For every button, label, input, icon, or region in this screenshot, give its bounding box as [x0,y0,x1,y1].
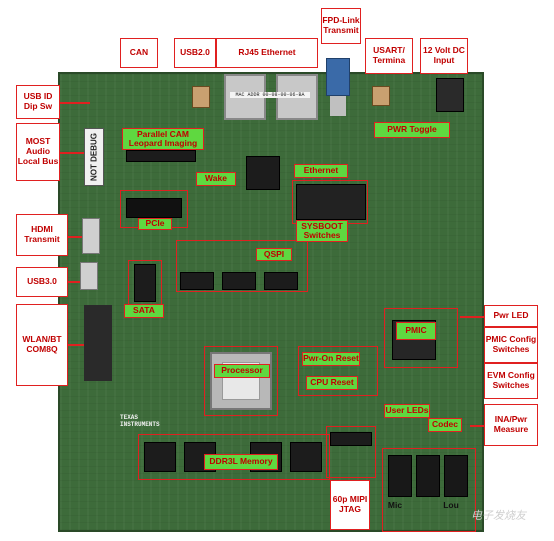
label-can: CAN [120,38,158,68]
tag-codec: Codec [428,418,462,432]
label-mipi-jtag: 60p MIPI JTAG [330,480,370,530]
label-wlan-bt: WLAN/BT COM8Q [16,304,68,386]
fpd-link-connector [326,58,350,96]
tag-ethernet: Ethernet [294,164,348,178]
tag-pmic: PMIC [396,322,436,340]
ddr3l-chip-4 [290,442,322,472]
tag-cpu-reset: CPU Reset [306,376,358,390]
tag-user-leds: User LEDs [384,404,430,418]
tag-ddr3l: DDR3L Memory [204,454,278,470]
audio-jack-2 [416,455,440,497]
sata-connector [134,264,156,302]
highlight-qspi [176,240,308,292]
label-fpd-link: FPD-Link Transmit [321,8,361,44]
tag-pwr-on-reset: Pwr-On Reset [302,352,360,366]
usart-connector [372,86,390,106]
label-pmic-config: PMIC Config Switches [484,327,538,363]
tag-sysboot: SYSBOOT Switches [296,220,348,242]
dc-input-jack [436,78,464,112]
tag-processor: Processor [214,364,270,378]
highlight-audio [382,448,476,532]
label-usb3: USB3.0 [16,267,68,297]
leader-line-ina [470,425,484,427]
highlight-reset [298,346,378,396]
highlight-ddr3l [138,434,330,480]
mipi-jtag-connector [330,432,372,446]
tag-parallel-cam: Parallel CAM Leopard Imaging [122,128,204,150]
parallel-cam-connector [126,150,196,162]
leader-line-usb3 [68,281,80,283]
label-usb2: USB2.0 [174,38,216,68]
not-debug-label: NOT DEBUG [84,128,104,186]
label-12v-dc: 12 Volt DC Input [420,38,468,74]
wlan-module [84,305,112,381]
tag-pcie: PCIe [138,218,172,230]
tag-qspi: QSPI [256,248,292,261]
label-usb-id: USB ID Dip Sw [16,85,60,119]
usb2-connector [192,86,210,108]
audio-jack-1 [388,455,412,497]
label-hdmi: HDMI Transmit [16,214,68,256]
audio-jack-3 [444,455,468,497]
tag-sata: SATA [124,304,164,318]
watermark: 电子发烧友 [471,510,526,522]
label-ina-pwr: INA/Pwr Measure [484,404,538,446]
flash-chip-3 [264,272,298,290]
highlight-processor [204,346,278,416]
pcie-slot [126,198,182,218]
ethernet-phy-chip [246,156,280,190]
leader-line-hdmi [68,236,82,238]
label-most-audio: MOST Audio Local Bus [16,123,60,181]
label-pwr-led: Pwr LED [484,305,538,327]
tag-pwr-toggle: PWR Toggle [374,122,450,138]
highlight-pmic [384,308,458,368]
label-evm-config: EVM Config Switches [484,363,538,399]
leader-line-pwrled [460,316,484,318]
highlight-sysboot [292,180,368,224]
leader-line-most [60,152,84,154]
sysboot-switches [296,184,366,220]
leader-line-wlan [68,344,84,346]
label-mic: Mic [387,500,403,511]
mac-address-label: MAC ADDR 00-08-00-06-BA [230,92,310,98]
ti-brand-label: TEXAS INSTRUMENTS [120,414,160,428]
highlight-mipi [326,426,376,478]
leader-line-usbid [60,102,90,104]
flash-chip-1 [180,272,214,290]
label-usart: USART/ Termina [365,38,413,74]
fpd-link-base [330,96,346,116]
label-rj45-ethernet: RJ45 Ethernet [216,38,318,68]
flash-chip-2 [222,272,256,290]
ddr3l-chip-1 [144,442,176,472]
usb3-connector [80,262,98,290]
tag-wake: Wake [196,172,236,186]
label-lou: Lou [443,500,459,511]
hdmi-connector [82,218,100,254]
